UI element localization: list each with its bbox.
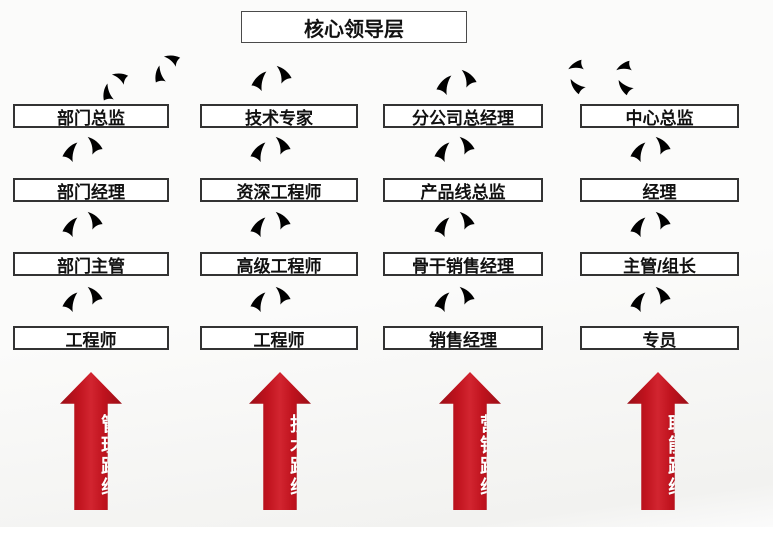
level-box: 资深工程师: [200, 178, 358, 202]
level-box: 工程师: [200, 326, 358, 350]
level-label: 主管/组长: [623, 256, 696, 276]
level-box: 部门主管: [13, 252, 169, 276]
level-box: 部门总监: [13, 104, 169, 128]
path-arrow-label: 管理路线: [98, 414, 119, 498]
level-label: 工程师: [253, 330, 305, 350]
path-arrow-label: 技术路线: [287, 414, 308, 498]
career-path-arrow-up-icon: 管理路线: [60, 372, 122, 510]
level-box: 工程师: [13, 326, 169, 350]
upward-swoosh-icon: [436, 69, 477, 96]
upward-swoosh-icon: [62, 136, 103, 163]
level-box: 销售经理: [383, 326, 543, 350]
level-label: 经理: [642, 182, 677, 202]
upward-swoosh-icon: [250, 136, 291, 163]
upward-swoosh-icon: [62, 211, 103, 238]
upward-swoosh-icon: [250, 286, 291, 313]
level-box: 产品线总监: [383, 178, 543, 202]
level-box: 中心总监: [580, 104, 739, 128]
slide-bottom-edge: [0, 527, 773, 535]
upward-swoosh-icon: [434, 136, 475, 163]
path-arrow-label: 营销路线: [477, 414, 498, 498]
level-box: 骨干销售经理: [383, 252, 543, 276]
upward-swoosh-icon: [630, 286, 671, 313]
level-label: 部门主管: [57, 256, 125, 276]
level-label: 销售经理: [429, 330, 497, 350]
level-label: 产品线总监: [420, 182, 506, 202]
level-box: 分公司总经理: [383, 104, 543, 128]
upward-swoosh-icon: [94, 67, 135, 105]
level-box: 主管/组长: [580, 252, 739, 276]
level-label: 分公司总经理: [412, 108, 514, 128]
level-box: 部门经理: [13, 178, 169, 202]
upward-swoosh-icon: [630, 136, 671, 163]
upward-swoosh-icon: [562, 57, 593, 96]
upward-swoosh-icon: [610, 58, 641, 97]
upward-swoosh-icon: [146, 49, 187, 87]
career-path-arrow-up-icon: 营销路线: [439, 372, 501, 510]
upward-swoosh-icon: [630, 211, 671, 238]
path-arrow-label: 职能路线: [665, 414, 686, 498]
level-box: 经理: [580, 178, 739, 202]
level-label: 高级工程师: [236, 256, 322, 276]
level-box: 高级工程师: [200, 252, 358, 276]
level-label: 工程师: [65, 330, 117, 350]
level-label: 部门经理: [57, 182, 125, 202]
level-label: 专员: [642, 330, 677, 350]
upward-swoosh-icon: [434, 286, 475, 313]
career-path-arrow-up-icon: 技术路线: [249, 372, 311, 510]
upward-swoosh-icon: [250, 211, 291, 238]
level-box: 技术专家: [200, 104, 358, 128]
level-box: 专员: [580, 326, 739, 350]
core-leadership-box: 核心领导层: [241, 11, 467, 43]
core-leadership-label: 核心领导层: [304, 18, 404, 41]
upward-swoosh-icon: [62, 286, 103, 313]
level-label: 技术专家: [245, 108, 313, 128]
level-label: 中心总监: [625, 108, 694, 128]
level-label: 部门总监: [57, 108, 125, 128]
career-path-arrow-up-icon: 职能路线: [627, 372, 689, 510]
level-label: 骨干销售经理: [412, 256, 514, 276]
upward-swoosh-icon: [434, 211, 475, 238]
level-label: 资深工程师: [236, 182, 322, 202]
upward-swoosh-icon: [251, 65, 292, 92]
